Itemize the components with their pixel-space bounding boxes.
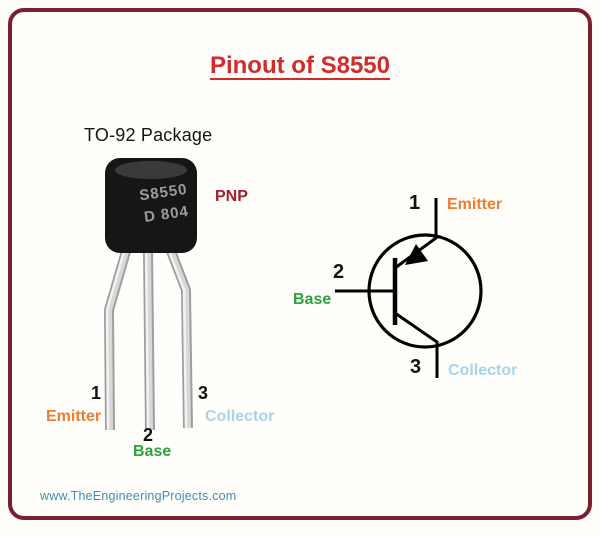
photo-pin2-number: 2 (143, 425, 154, 445)
photo-pin3-label: Collector (205, 408, 275, 425)
symbol-emitter-lead (394, 198, 438, 270)
polarity-label: PNP (215, 188, 248, 205)
package-legs (104, 244, 193, 431)
package-body (105, 158, 197, 253)
symbol-collector-lead (394, 311, 439, 378)
base-leg-highlight (144, 247, 150, 431)
photo-pin1-label: Emitter (46, 408, 102, 425)
transistor-symbol-section: 1 Emitter 2 Base 3 Collector (290, 170, 590, 395)
package-heading: TO-92 Package (84, 125, 213, 145)
photo-pin2-label: Base (133, 443, 172, 460)
package-top-face (115, 161, 187, 179)
photo-pin3-number: 3 (198, 383, 209, 403)
emitter-leg-shade (106, 247, 130, 431)
symbol-pin1-label: Emitter (447, 196, 503, 213)
symbol-arrow-icon (405, 244, 428, 265)
symbol-pin1-number: 1 (409, 192, 421, 214)
photo-pin1-number: 1 (91, 383, 102, 403)
base-leg-shade (145, 247, 153, 431)
symbol-pin2-label: Base (293, 291, 332, 308)
collector-leg-shade (166, 244, 191, 429)
symbol-pin2-number: 2 (333, 261, 345, 283)
symbol-pin3-number: 3 (410, 356, 422, 378)
package-illustration (104, 158, 197, 431)
website-watermark: www.TheEngineeringProjects.com (40, 489, 237, 503)
symbol-pin3-label: Collector (448, 362, 518, 379)
pnp-symbol-drawing (335, 198, 483, 378)
page-title: Pinout of S8550 (209, 52, 391, 79)
collector-leg-highlight (165, 245, 188, 429)
emitter-leg-highlight (105, 247, 127, 431)
package-photo-section: TO-92 Package S8550 D 804 (30, 100, 310, 480)
package-body-rect (105, 158, 197, 253)
